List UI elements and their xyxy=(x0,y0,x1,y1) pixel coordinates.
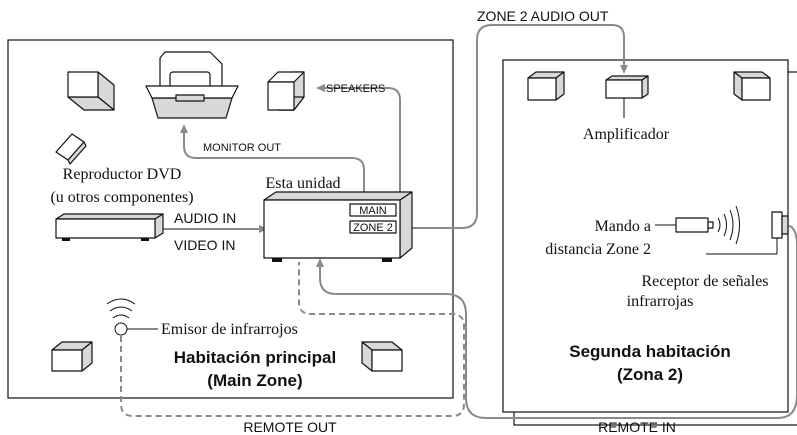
zone2-audio-wire xyxy=(403,24,628,229)
rear-right-speaker-icon xyxy=(361,341,403,372)
amplifier-label: Amplificador xyxy=(583,126,670,143)
front-right-speaker-icon xyxy=(267,71,305,111)
main-terminal-label: MAIN xyxy=(359,205,387,217)
front-left-speaker-icon xyxy=(67,71,115,111)
ir-receiver-icon xyxy=(706,211,789,255)
main-room-subtitle: (Main Zone) xyxy=(207,371,302,390)
audio-in-label: AUDIO IN xyxy=(174,210,236,226)
main-room-title: Habitación principal xyxy=(174,348,336,367)
remote-out-label: REMOTE OUT xyxy=(243,419,337,435)
this-unit-label: Esta unidad xyxy=(265,175,340,192)
amplifier-icon xyxy=(605,75,649,118)
second-room-frame xyxy=(502,59,797,426)
second-room-title: Segunda habitación xyxy=(569,342,731,361)
ir-emitter-icon xyxy=(106,298,158,336)
ir-receiver-label-line2: infrarrojas xyxy=(627,293,694,310)
av-receiver-unit xyxy=(263,191,413,262)
dvd-player-label-line2: (u otros componentes) xyxy=(50,189,193,206)
remote-in-label: REMOTE IN xyxy=(598,419,676,435)
zone2-terminal-label: ZONE 2 xyxy=(353,222,393,234)
speakers-wire xyxy=(316,84,401,199)
ir-emitter-label: Emisor de infrarrojos xyxy=(161,321,298,338)
main-room-frame xyxy=(7,39,454,399)
zone2-right-speaker-icon xyxy=(733,71,771,101)
dvd-player-icon xyxy=(55,213,164,241)
ir-receiver-label-line1: Receptor de señales xyxy=(641,273,768,290)
monitor-out-label: MONITOR OUT xyxy=(203,142,281,154)
zone2-audio-out-label: ZONE 2 AUDIO OUT xyxy=(477,8,609,24)
monitor-out-wire xyxy=(180,124,365,199)
dvd-player-label-line1: Reproductor DVD xyxy=(63,166,182,183)
zone2-left-speaker-icon xyxy=(527,71,565,101)
video-in-label: VIDEO IN xyxy=(174,237,235,253)
speakers-label: SPEAKERS xyxy=(326,83,385,95)
zone2-remote-icon xyxy=(655,217,714,233)
main-output-terminal xyxy=(349,203,397,217)
tv-monitor-icon xyxy=(145,51,239,119)
zone2-remote-label-line2: distancia Zone 2 xyxy=(545,241,651,258)
zone2-output-terminal xyxy=(349,220,397,234)
dvd-remote-icon xyxy=(55,133,87,165)
zone2-remote-label-line1: Mando a xyxy=(595,218,651,235)
second-room-subtitle: (Zona 2) xyxy=(617,365,683,384)
ir-signal-waves-icon xyxy=(717,205,740,245)
rear-left-speaker-icon xyxy=(51,341,93,372)
remote-out-wire xyxy=(120,262,465,417)
